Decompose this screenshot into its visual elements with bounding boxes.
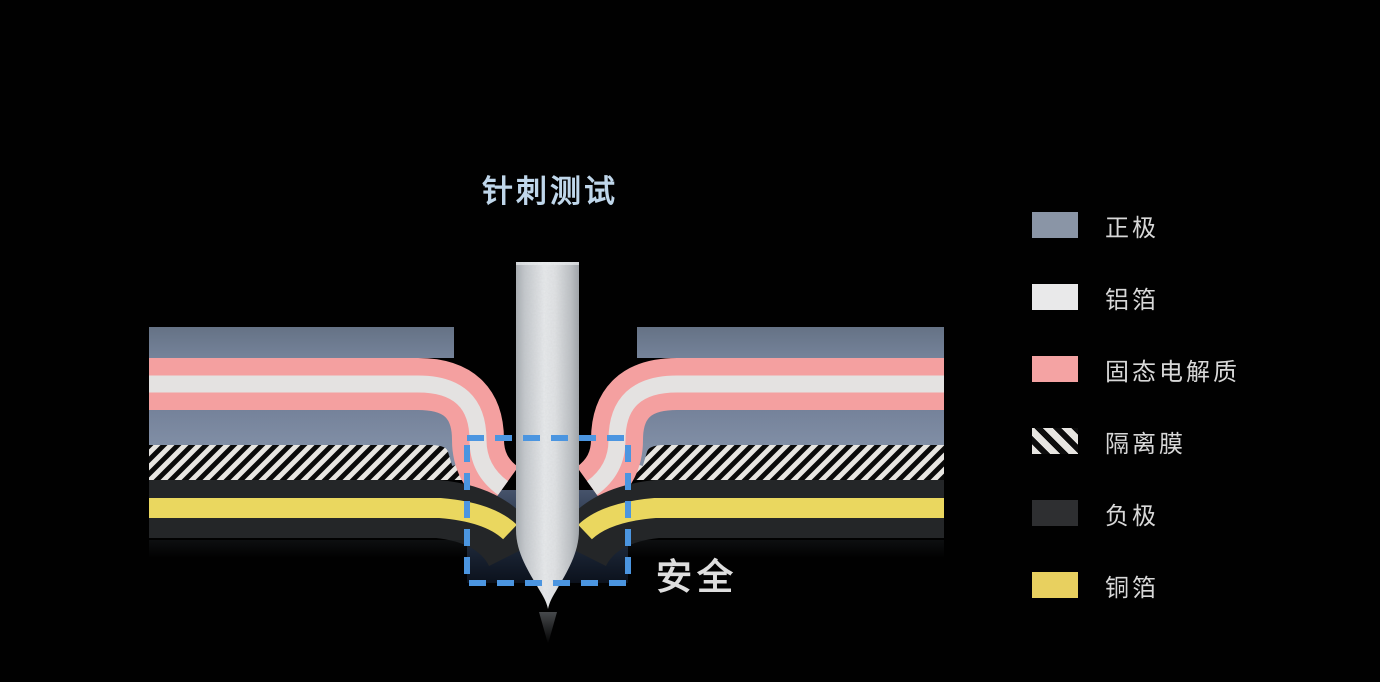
swatch-yellow: [1032, 572, 1078, 598]
needle-top-highlight: [516, 262, 579, 265]
legend-label: 铜箔: [1105, 574, 1159, 602]
positive-electrode-top-left: [149, 327, 454, 358]
legend-item-solid-electrolyte: 固态电解质: [1032, 356, 1240, 386]
legend-item-copper-foil: 铜箔: [1032, 572, 1159, 602]
copper-foil-right: [578, 498, 944, 540]
safety-result-label: 安全: [656, 556, 739, 597]
swatch-dark: [1032, 500, 1078, 526]
diagram-title: 针刺测试: [482, 174, 618, 209]
legend-label: 铝箔: [1105, 286, 1159, 314]
swatch-diagonal-stripes: [1032, 428, 1078, 454]
legend-label: 固态电解质: [1105, 358, 1240, 386]
aluminum-foil-right: [586, 375, 944, 495]
separator-layer-right: [628, 445, 944, 480]
legend-label: 正极: [1105, 214, 1159, 242]
legend-item-separator: 隔离膜: [1032, 428, 1186, 458]
swatch-pink: [1032, 356, 1078, 382]
legend-item-aluminum-foil: 铝箔: [1032, 284, 1159, 314]
reflection-right: [628, 540, 944, 558]
swatch-blue-gray: [1032, 212, 1078, 238]
aluminum-foil-left: [149, 375, 509, 495]
needle-tip-reflection: [539, 612, 557, 644]
positive-electrode-top-right: [637, 327, 944, 358]
separator-layer-left: [149, 445, 467, 480]
legend-item-positive: 正极: [1032, 212, 1159, 242]
copper-foil-left: [149, 498, 517, 540]
safety-zone-box: [464, 435, 631, 586]
reflection-left: [149, 540, 467, 558]
legend-label: 负极: [1105, 502, 1159, 530]
swatch-white: [1032, 284, 1078, 310]
legend-item-negative: 负极: [1032, 500, 1159, 530]
legend-label: 隔离膜: [1105, 430, 1186, 458]
needle: [516, 262, 579, 609]
